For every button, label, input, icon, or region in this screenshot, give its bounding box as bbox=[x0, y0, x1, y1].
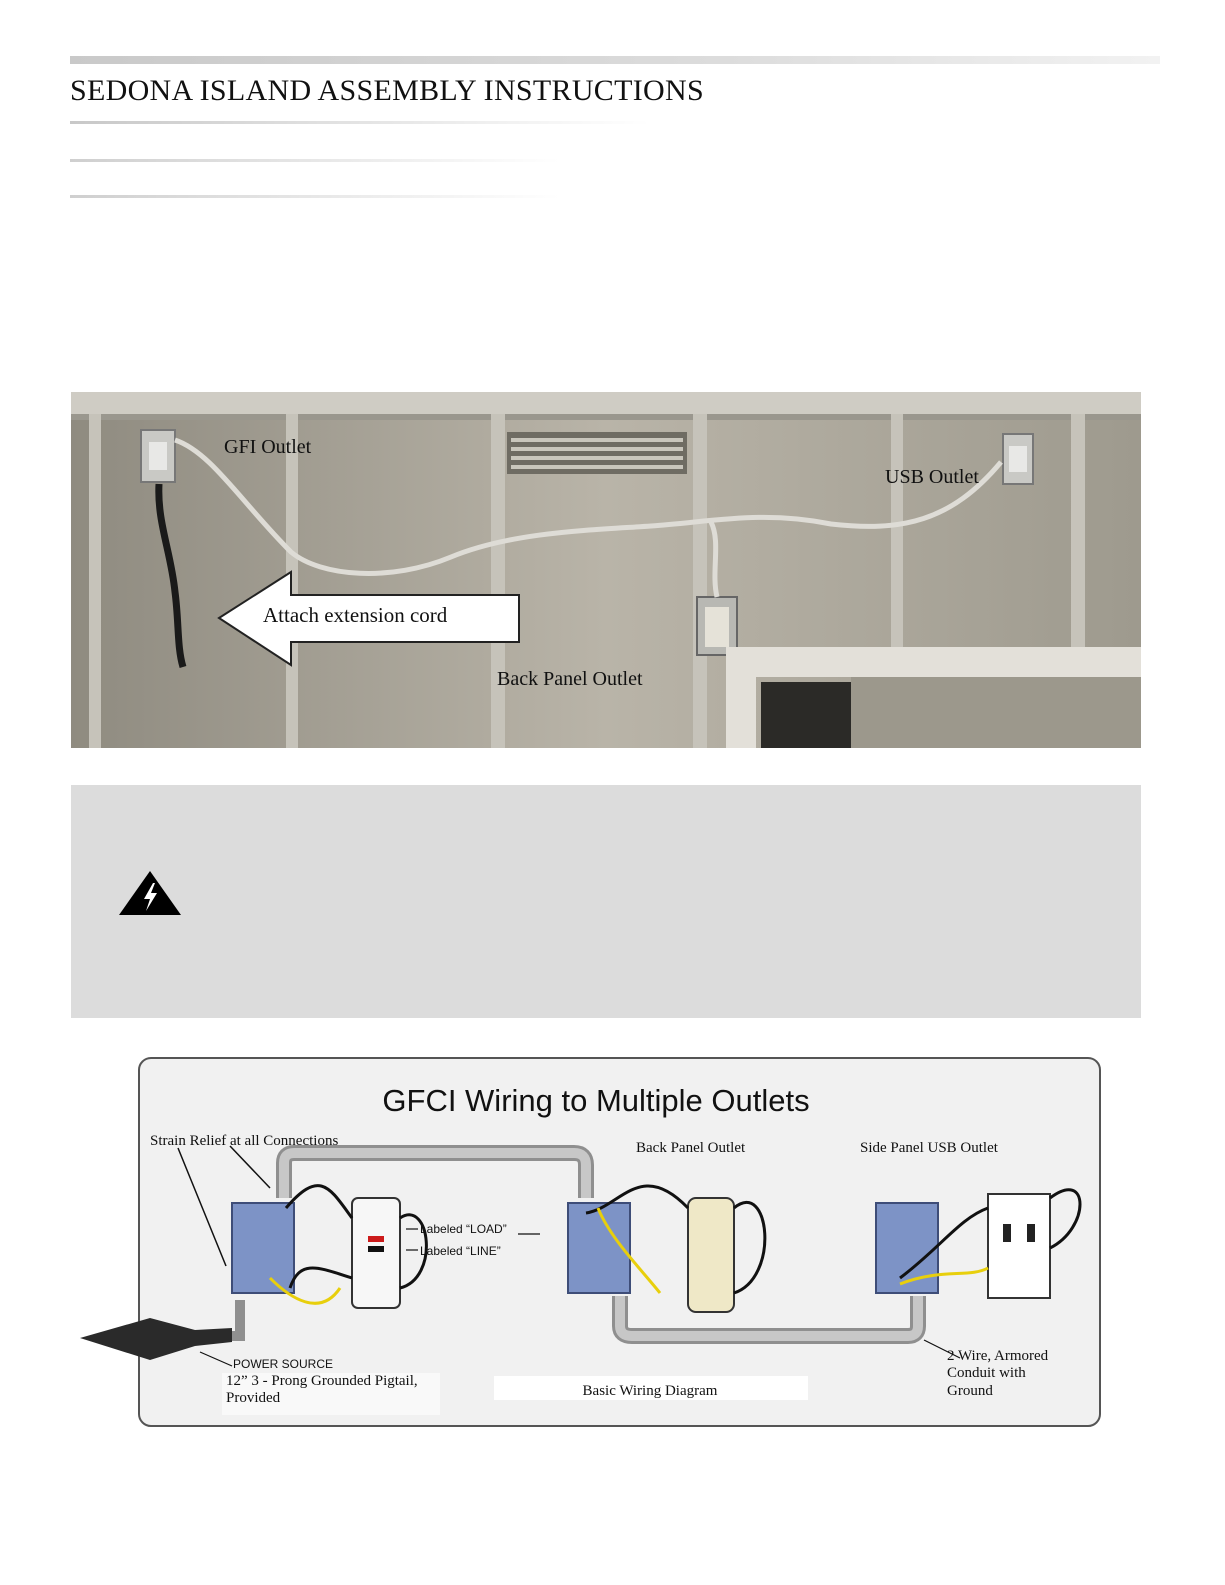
basic-wiring-diagram-label: Basic Wiring Diagram bbox=[583, 1383, 718, 1399]
top-rule bbox=[70, 56, 1160, 64]
gfi-outlet-label: GFI Outlet bbox=[224, 436, 312, 458]
divider bbox=[70, 121, 650, 124]
labeled-line-label: Labeled “LINE” bbox=[420, 1244, 501, 1258]
electrical-hazard-icon bbox=[119, 871, 181, 915]
diagram-title: GFCI Wiring to Multiple Outlets bbox=[382, 1083, 809, 1118]
page-title: SEDONA ISLAND ASSEMBLY INSTRUCTIONS bbox=[70, 74, 704, 107]
duplex-outlet bbox=[687, 1197, 735, 1313]
strain-relief-label: Strain Relief at all Connections bbox=[150, 1133, 338, 1149]
junction-box bbox=[567, 1202, 631, 1294]
junction-box bbox=[231, 1202, 295, 1294]
diagram-drawing: GFCI Wiring to Multiple Outlets Strain R… bbox=[80, 1057, 1101, 1427]
power-source-label: POWER SOURCE bbox=[233, 1357, 333, 1371]
island-wiring-photo: GFI Outlet USB Outlet Attach extension c… bbox=[71, 392, 1141, 748]
back-panel-outlet-label: Back Panel Outlet bbox=[497, 668, 643, 690]
junction-box bbox=[875, 1202, 939, 1294]
attach-extension-cord-label: Attach extension cord bbox=[263, 603, 448, 627]
divider bbox=[70, 195, 560, 198]
gfci-wiring-diagram: GFCI Wiring to Multiple Outlets Strain R… bbox=[0, 1048, 1225, 1440]
usb-outlet bbox=[987, 1193, 1051, 1299]
usb-outlet-label: USB Outlet bbox=[885, 466, 979, 488]
arrow-left-icon bbox=[217, 570, 520, 667]
gfci-outlet bbox=[351, 1197, 401, 1309]
side-panel-usb-outlet-label: Side Panel USB Outlet bbox=[860, 1140, 999, 1156]
pigtail-label-line2: Provided bbox=[226, 1390, 281, 1406]
pigtail-label-line1: 12” 3 - Prong Grounded Pigtail, bbox=[226, 1373, 418, 1389]
back-panel-outlet-label: Back Panel Outlet bbox=[636, 1140, 746, 1156]
conduit-label-line1: 2 Wire, Armored bbox=[947, 1348, 1049, 1364]
divider bbox=[70, 159, 560, 162]
plug-icon bbox=[80, 1318, 232, 1360]
labeled-load-label: Labeled “LOAD” bbox=[420, 1222, 507, 1236]
warning-box bbox=[71, 785, 1141, 1018]
conduit-label-line2: Conduit with bbox=[947, 1365, 1026, 1381]
conduit-label-line3: Ground bbox=[947, 1383, 993, 1399]
photo-illustration bbox=[71, 392, 1141, 748]
